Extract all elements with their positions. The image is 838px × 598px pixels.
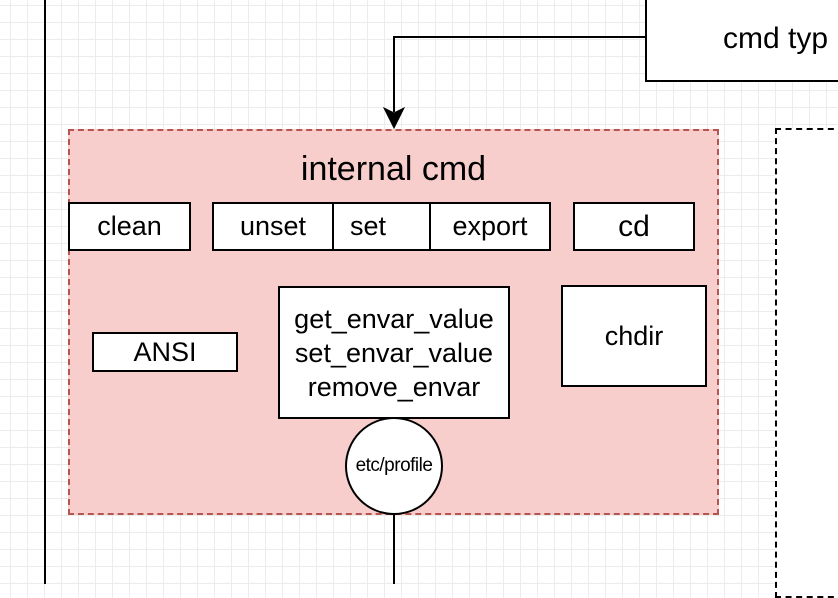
right-dashed-container (775, 128, 838, 598)
etc-profile-node[interactable]: etc/profile (345, 417, 443, 515)
unset-node[interactable]: unset (212, 202, 334, 251)
etc-profile-label: etc/profile (355, 455, 433, 476)
cmd-type-label: cmd typ (723, 22, 829, 55)
cd-label: cd (618, 209, 650, 243)
chdir-label: chdir (604, 320, 664, 351)
envar-functions-node[interactable]: get_envar_value set_envar_value remove_e… (278, 286, 510, 419)
connector-layer (382, 36, 645, 130)
clean-label: clean (97, 211, 162, 241)
get-envar-value-label: get_envar_value (294, 303, 494, 334)
cmd-type-to-internal-arrow-line (393, 36, 645, 112)
internal-cmd-title: internal cmd (300, 150, 487, 188)
remove-envar-label: remove_envar (307, 371, 481, 402)
export-node[interactable]: export (429, 202, 551, 251)
set-envar-value-label: set_envar_value (294, 337, 494, 368)
export-label: export (452, 211, 528, 241)
unset-label: unset (239, 211, 307, 241)
cd-node[interactable]: cd (573, 202, 695, 251)
ansi-node[interactable]: ANSI (92, 332, 238, 372)
ansi-label: ANSI (133, 336, 197, 367)
arrowhead-icon (382, 106, 406, 130)
set-label: set (350, 211, 387, 241)
chdir-node[interactable]: chdir (561, 285, 707, 387)
clean-node[interactable]: clean (68, 202, 191, 251)
profile-down-line (393, 514, 395, 584)
cmd-type-node[interactable]: cmd typ (645, 0, 838, 82)
left-border-line (44, 0, 46, 584)
